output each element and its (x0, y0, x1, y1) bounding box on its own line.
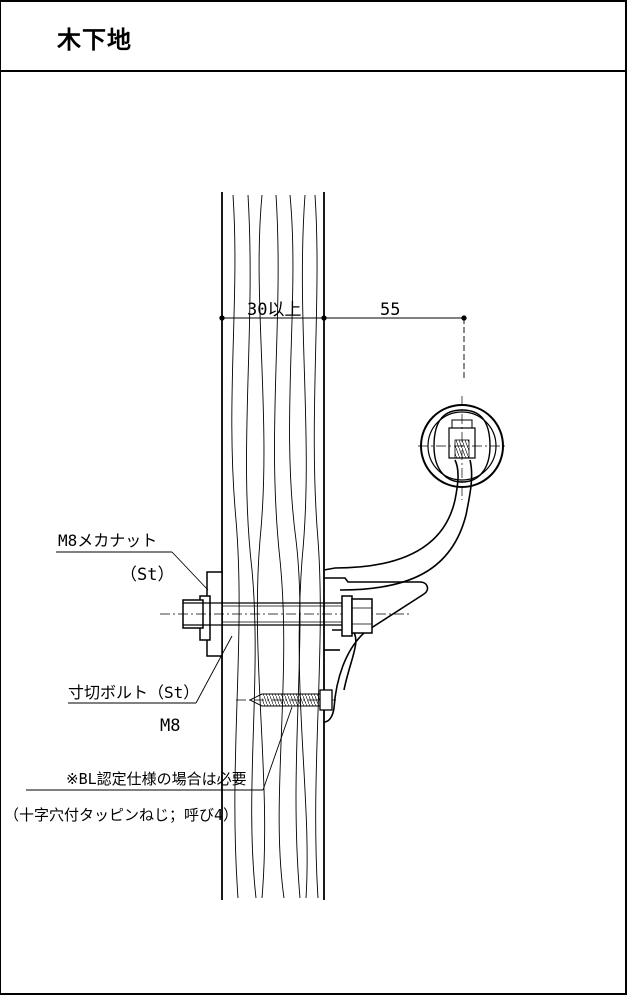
label-bl-note: ※BL認定仕様の場合は必要 (66, 770, 247, 788)
handrail-section (418, 396, 508, 500)
leader-lines (26, 551, 293, 791)
label-nut: M8メカナット (58, 531, 157, 550)
dimension-lines (219, 315, 467, 378)
label-bolt: 寸切ボルト（St） (68, 683, 199, 702)
dimension-30: 30以上 (247, 300, 301, 320)
wood-post (221, 192, 325, 900)
nut-right (341, 595, 373, 637)
label-screw-spec: （十字穴付タッピンねじ；呼び4） (4, 806, 238, 824)
labels: 30以上 55 M8メカナット （St） 寸切ボルト（St） M8 ※BL認定仕… (4, 300, 400, 824)
wood-grain (231, 194, 321, 899)
page-title: 木下地 (57, 26, 132, 54)
dimension-55: 55 (380, 300, 400, 320)
label-nut-material: （St） (120, 565, 174, 585)
threaded-bolt (160, 602, 410, 626)
drawing-frame (0, 72, 627, 995)
tapping-screw (236, 689, 336, 711)
bracket-arm (323, 459, 473, 723)
label-bolt-size: M8 (160, 716, 180, 736)
header-box: 木下地 (0, 0, 627, 72)
